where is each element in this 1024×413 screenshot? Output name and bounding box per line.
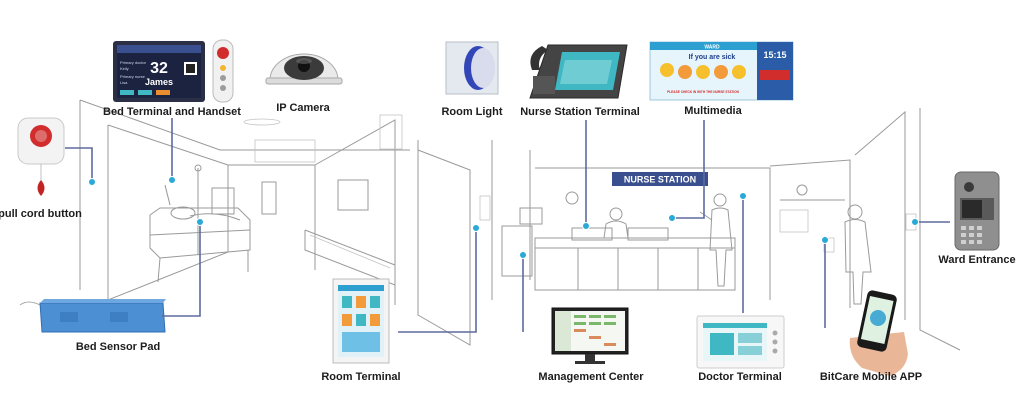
bed-sensor-pad-device: [19, 299, 166, 333]
corridor-light-icon: [445, 41, 499, 95]
bed-row-0: Primary doctor: [120, 60, 147, 65]
handset-device: [212, 39, 234, 103]
label-room-light: Room Light: [441, 106, 502, 118]
bed-row-2: Primary nurse: [120, 74, 146, 79]
management-center-device: [551, 307, 629, 364]
bed-terminal-device: 32 James Primary doctor Kelly Primary nu…: [113, 41, 205, 102]
label-bed-sensor: Bed Sensor Pad: [76, 341, 160, 353]
multimedia-screen-device: WARD If you are sick 15:15 PLEASE CHECK …: [649, 41, 794, 101]
bed-row-3: Lisa: [120, 80, 128, 85]
patient-name: James: [145, 77, 173, 87]
leader-lines: [65, 118, 950, 333]
nurse-station-sign-text: NURSE STATION: [624, 175, 696, 185]
bed-row-1: Kelly: [120, 66, 129, 71]
label-management-center: Management Center: [538, 371, 644, 383]
label-bed-terminal: Bed Terminal and Handset: [103, 106, 241, 118]
nurse-station-sign: NURSE STATION: [612, 172, 708, 186]
label-ip-camera: IP Camera: [276, 102, 330, 114]
nurse-station-terminal-device: [529, 44, 628, 99]
label-mobile-app: BitCare Mobile APP: [820, 371, 922, 383]
leader-dots: [88, 176, 919, 259]
red-alarm-button-icon: [17, 117, 65, 196]
label-multimedia: Multimedia: [684, 105, 742, 117]
doctor-terminal-device: [696, 315, 785, 369]
label-pull-cord: pull cord button: [0, 208, 82, 220]
dome-camera-icon: [265, 53, 343, 85]
room-terminal-device: [332, 278, 390, 364]
multimedia-title: If you are sick: [689, 54, 736, 61]
ward-entrance-panel-device: [954, 171, 1000, 251]
bed-number: 32: [150, 60, 168, 77]
label-doctor-terminal: Doctor Terminal: [698, 371, 782, 383]
room-sketch: [79, 99, 961, 351]
label-room-terminal: Room Terminal: [321, 371, 400, 383]
device-labels: Bed Terminal and Handset IP Camera Room …: [0, 102, 1016, 383]
multimedia-clock: 15:15: [763, 50, 786, 60]
label-nurse-station-terminal: Nurse Station Terminal: [520, 106, 640, 118]
smartphone-icon: [849, 290, 908, 376]
label-ward-entrance: Ward Entrance: [938, 254, 1015, 266]
multimedia-header: WARD: [704, 45, 720, 51]
multimedia-notice: PLEASE CHECK IN WITH THE NURSE STATION: [667, 90, 739, 94]
